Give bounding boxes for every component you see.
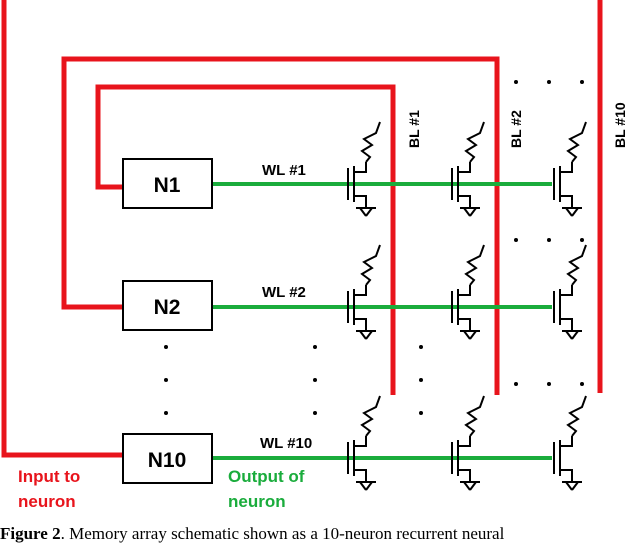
input-wire-bl2 (61, 56, 500, 395)
figure-label: Figure 2 (0, 524, 61, 543)
neuron-label: N2 (154, 296, 181, 319)
memory-cell-r10-c2 (451, 395, 485, 491)
memory-cell-r10-c10 (553, 395, 587, 491)
word-line-label-1: WL #1 (262, 162, 306, 179)
ellipsis-dots (164, 80, 584, 415)
memory-cell-r10-c1 (347, 395, 381, 491)
bit-line-label-2: BL #2 (508, 110, 524, 148)
output-annotation-line1: Output of (228, 467, 305, 486)
output-annotation-line2: neuron (228, 492, 286, 511)
bit-line-label-10: BL #10 (612, 102, 628, 148)
neuron-n2: N2 (122, 280, 213, 331)
input-annotation-line2: neuron (18, 492, 76, 511)
input-wire-bl10 (1, 0, 122, 458)
neuron-label: N10 (148, 449, 187, 472)
memory-cell-r1-c1 (347, 121, 381, 217)
memory-cell-r2-c1 (347, 244, 381, 340)
input-wire-bl1 (95, 84, 396, 395)
memory-cell-r2-c10 (553, 244, 587, 340)
memory-cell-r1-c2 (451, 121, 485, 217)
neuron-label: N1 (154, 174, 181, 197)
memory-cell-r2-c2 (451, 244, 485, 340)
bit-line-label-1: BL #1 (406, 110, 422, 148)
word-line-label-2: WL #2 (262, 284, 306, 301)
caption-text: . Memory array schematic shown as a 10-n… (61, 524, 505, 543)
figure-caption: Figure 2. Memory array schematic shown a… (0, 524, 505, 543)
input-annotation-line1: Input to (18, 467, 80, 486)
neuron-n1: N1 (122, 158, 213, 209)
word-line-label-10: WL #10 (260, 435, 312, 452)
memory-cell-r1-c10 (553, 121, 587, 217)
neuron-n10: N10 (122, 433, 213, 484)
